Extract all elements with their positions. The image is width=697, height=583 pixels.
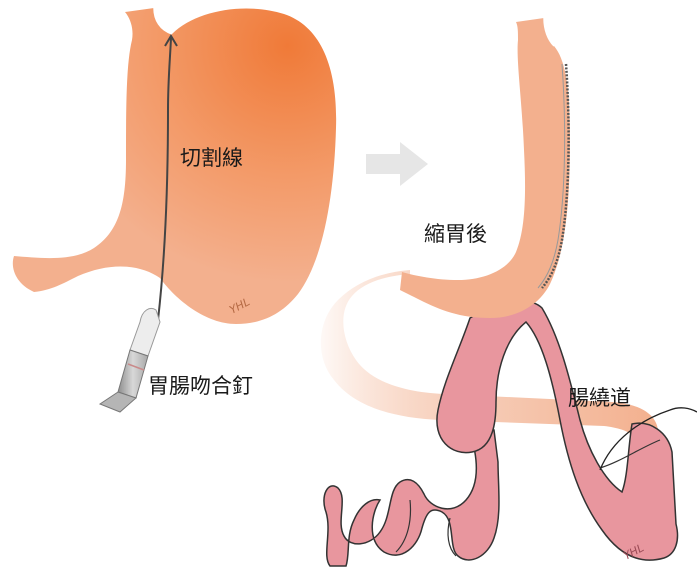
after-reduction-label: 縮胃後	[424, 218, 487, 248]
stapler-tip	[130, 309, 160, 357]
stapler-label: 胃腸吻合釘	[148, 370, 253, 400]
stomach-body	[13, 8, 336, 324]
original-stomach: YHL	[13, 8, 336, 324]
bypass-anatomy: YHL	[321, 18, 697, 566]
cut-line-label: 切割線	[180, 142, 243, 172]
stapler-shaft	[118, 350, 148, 398]
sleeve-stomach	[400, 18, 570, 318]
bypass-label: 腸繞道	[568, 382, 631, 412]
right-arrow-icon	[366, 142, 428, 186]
